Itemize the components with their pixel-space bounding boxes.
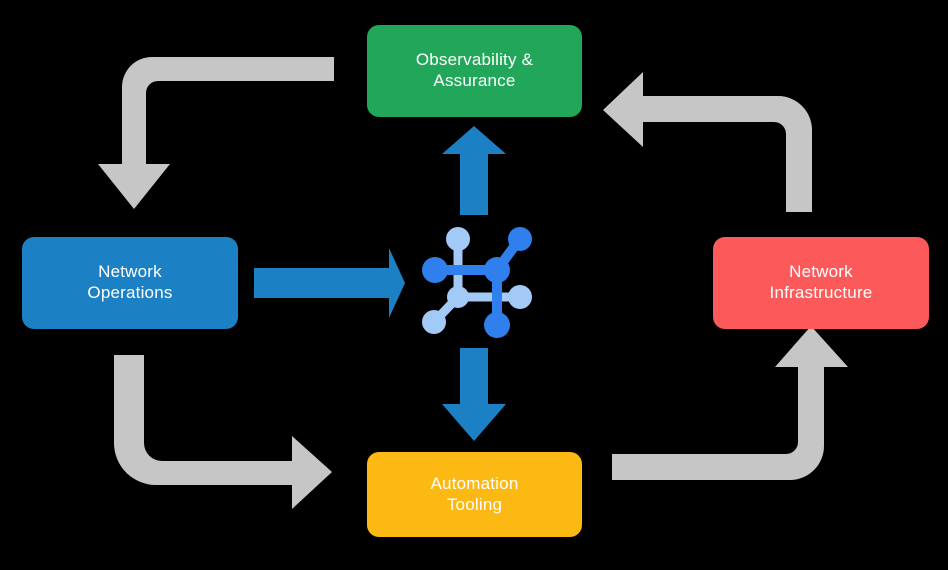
mesh-nodes-secondary [422, 227, 532, 334]
arrow-network-operations-to-automation-tooling [114, 355, 332, 509]
node-automation-tooling-label: Automation Tooling [430, 473, 519, 514]
arrow-automation-tooling-to-network-infrastructure [612, 326, 848, 480]
arrow-core-to-observability [442, 126, 506, 215]
node-network-operations[interactable]: Network Operations [22, 237, 238, 329]
arrow-core-to-automation [442, 348, 506, 441]
arrow-network-infrastructure-to-observability [603, 72, 812, 212]
arrow-netops-to-core [254, 248, 405, 318]
node-network-infrastructure[interactable]: Network Infrastructure [713, 237, 929, 329]
mesh-nodes-primary [422, 227, 532, 338]
node-network-infrastructure-label: Network Infrastructure [769, 262, 873, 302]
node-observability-assurance[interactable]: Observability & Assurance [367, 25, 582, 117]
node-automation-tooling[interactable]: Automation Tooling [367, 452, 582, 537]
node-observability-label: Observability & Assurance [415, 50, 534, 90]
node-network-operations-label: Network Operations [87, 262, 173, 302]
arrow-observability-to-network-operations [98, 57, 334, 209]
